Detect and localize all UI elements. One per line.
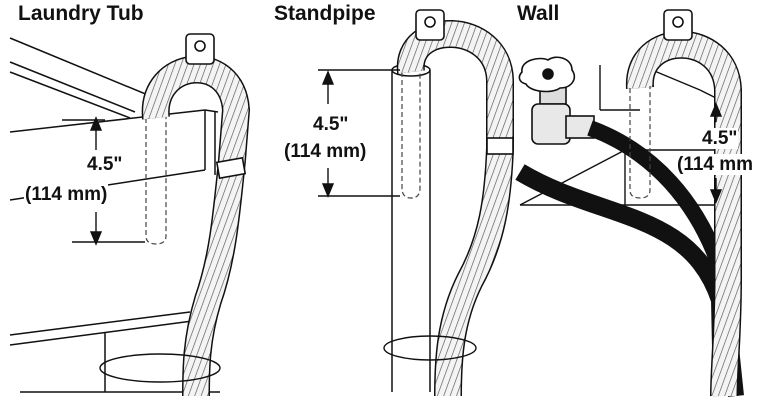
hose-hook-bracket [185,33,247,180]
panel-title-standpipe: Standpipe [274,2,376,25]
height-dimension [318,69,400,198]
laundry-tub-height-mm: (114 mm) [24,184,109,205]
laundry-tub-panel [9,33,251,397]
tie-strap [99,353,221,383]
hose-end-dashed [629,86,651,199]
standpipe-panel [318,9,514,397]
standpipe-height-inches: 4.5" [312,114,350,135]
standpipe-height-mm: (114 mm) [283,141,368,162]
tie-strap [383,335,477,361]
fill-hose-right [515,164,731,397]
height-dimension [709,102,723,204]
standpipe [391,63,431,392]
hose-hook-bracket [663,9,693,41]
water-faucet [518,56,595,145]
wall-panel [515,9,744,397]
hose-hook-bracket [415,9,514,155]
panel-title-laundry-tub: Laundry Tub [18,2,144,25]
hose-end-dashed [145,116,167,245]
hose-end-dashed [401,72,421,199]
laundry-tub-height-inches: 4.5" [86,154,124,175]
panel-title-wall: Wall [517,2,560,25]
height-dimension [62,116,145,246]
wall-height-mm: (114 mm [676,154,755,175]
wall-height-inches: 4.5" [701,128,739,149]
